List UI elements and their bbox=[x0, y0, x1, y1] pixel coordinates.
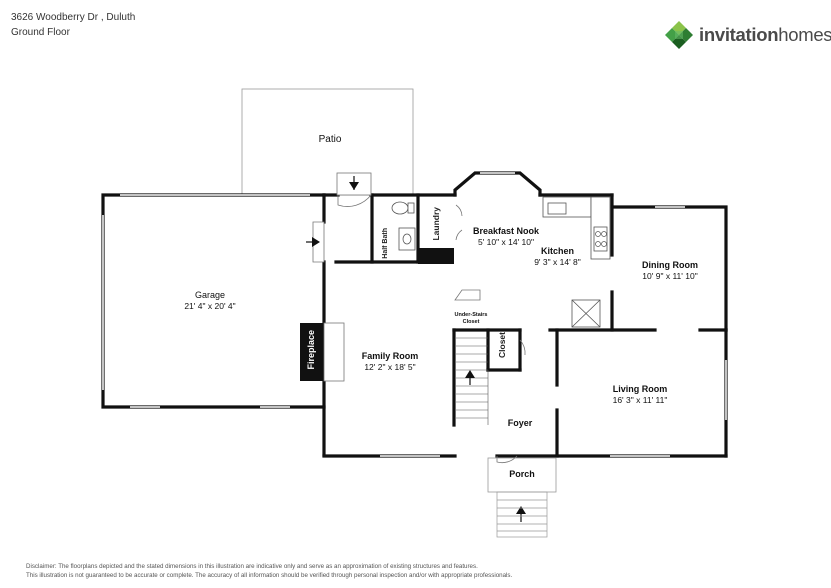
room-patio: Patio bbox=[318, 134, 342, 145]
room-laundry: Laundry bbox=[431, 207, 441, 241]
brand-name: invitationhomes bbox=[699, 24, 831, 45]
room-porch: Porch bbox=[509, 469, 535, 479]
room-half-bath: Half Bath bbox=[382, 228, 389, 259]
disclaimer-line-2: This illustration is not guaranteed to b… bbox=[26, 572, 513, 579]
brand-logo: invitationhomes bbox=[664, 20, 831, 50]
floor-label: Ground Floor bbox=[11, 27, 70, 38]
disclaimer-line-1: Disclaimer: The floorplans depicted and … bbox=[26, 563, 478, 570]
room-foyer: Foyer bbox=[507, 418, 533, 428]
address-title: 3626 Woodberry Dr , Duluth bbox=[11, 12, 136, 23]
room-under-stairs: Under-Stairs Closet bbox=[454, 312, 488, 325]
green-diamond-cluster-icon bbox=[665, 21, 693, 49]
room-closet: Closet bbox=[497, 332, 507, 358]
fireplace-label: Fireplace bbox=[306, 330, 316, 370]
